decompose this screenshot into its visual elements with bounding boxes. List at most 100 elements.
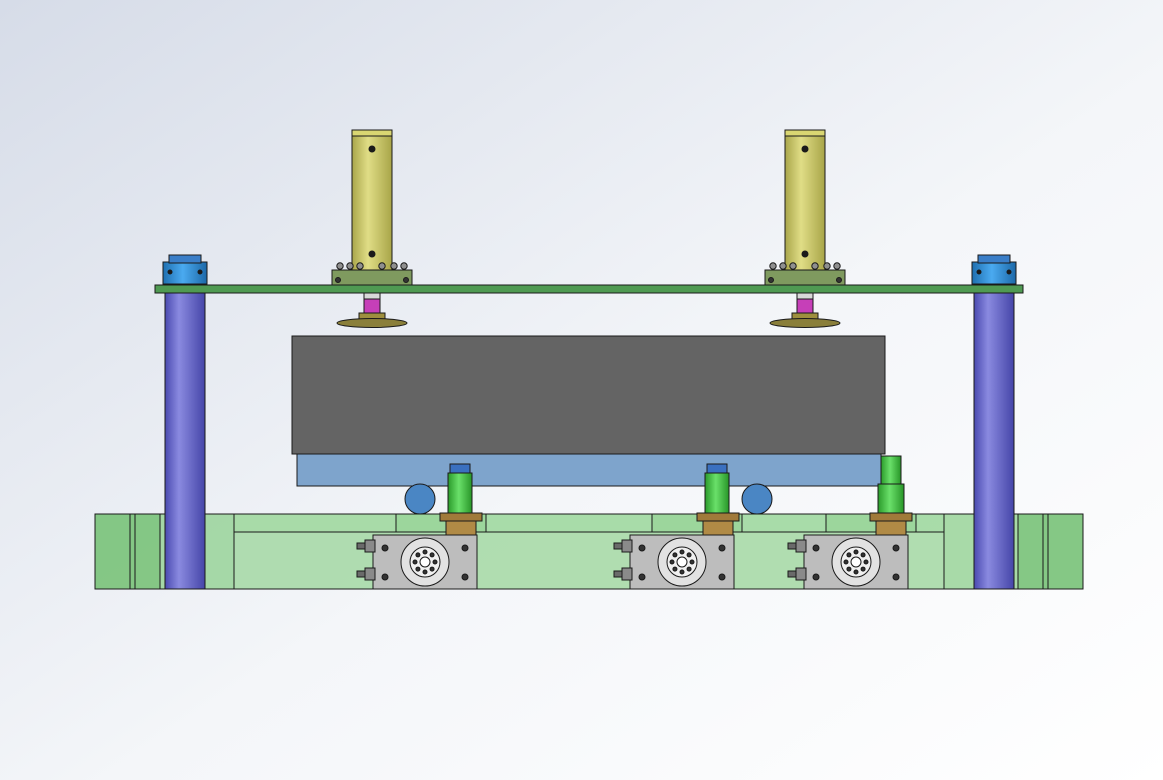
hub-bolt-right <box>863 559 869 565</box>
workpiece-assembly <box>291 335 886 515</box>
actuator-screw-left <box>381 573 389 581</box>
pin-nut-left <box>439 512 483 522</box>
cylinder-flange-left <box>331 269 413 286</box>
hub-bolt-center <box>689 559 695 565</box>
hub-bolt-center <box>669 559 675 565</box>
flange-bolt-left <box>378 262 386 270</box>
actuator-fitting-center <box>621 539 633 553</box>
hub-bolt-right <box>843 559 849 565</box>
flange-bolt-right <box>769 262 777 270</box>
carrier-plate <box>296 452 882 487</box>
base-left-block <box>94 513 161 590</box>
guide-posts <box>162 254 1017 590</box>
cylinder-top-cap-right <box>784 129 826 137</box>
pin-collar-center <box>702 520 734 536</box>
workpiece-block <box>291 335 886 455</box>
pad-coupler-right <box>796 292 814 300</box>
base-plate-assembly <box>94 513 1084 590</box>
pad-stem-right <box>796 298 814 314</box>
hub-bolt-center <box>672 552 678 558</box>
top-plate-assembly <box>154 129 1024 328</box>
hub-bolt-center <box>672 566 678 572</box>
actuator-screw-left <box>461 573 469 581</box>
roller-right <box>741 483 773 515</box>
guide-post-right <box>973 289 1015 590</box>
base-right-block <box>1017 513 1084 590</box>
hub-bolt-right <box>853 549 859 555</box>
actuator-screw-left <box>461 544 469 552</box>
flange-bolt-right <box>789 262 797 270</box>
cylinder-port-right <box>801 250 809 258</box>
pad-disc-left <box>336 318 408 328</box>
cylinder-port-right <box>801 145 809 153</box>
bushing-screw-right <box>1006 269 1012 275</box>
roller-left <box>404 483 436 515</box>
actuator-screw-right <box>812 544 820 552</box>
cylinder-top-cap-left <box>351 129 393 137</box>
actuator-center-center <box>676 556 688 568</box>
pin-cap-center <box>706 463 728 474</box>
actuator-screw-right <box>892 544 900 552</box>
cylinder-port-left <box>368 145 376 153</box>
hub-bolt-right <box>860 566 866 572</box>
hub-bolt-right <box>846 566 852 572</box>
actuator-screw-center <box>718 573 726 581</box>
hub-bolt-right <box>860 552 866 558</box>
actuator-fitting-tip-left <box>356 570 366 578</box>
hub-bolt-left <box>415 566 421 572</box>
hub-bolt-left <box>412 559 418 565</box>
hub-bolt-left <box>429 552 435 558</box>
bushing-screw-left <box>167 269 173 275</box>
cylinder-port-left <box>368 250 376 258</box>
flange-bolt-right <box>779 262 787 270</box>
cylinder-flange-right <box>764 269 846 286</box>
flange-hole-left <box>403 277 409 283</box>
hub-bolt-left <box>422 549 428 555</box>
locating-units <box>356 455 913 590</box>
hub-bolt-left <box>422 569 428 575</box>
hub-bolt-left <box>429 566 435 572</box>
actuator-fitting-center <box>621 567 633 581</box>
actuator-fitting-left <box>364 539 376 553</box>
cylinder-body-right <box>784 129 826 271</box>
actuator-fitting-right <box>795 567 807 581</box>
hub-bolt-left <box>432 559 438 565</box>
actuator-fitting-tip-center <box>613 570 623 578</box>
guide-post-left <box>164 289 206 590</box>
actuator-fitting-tip-left <box>356 542 366 550</box>
flange-bolt-left <box>356 262 364 270</box>
actuator-fitting-right <box>795 539 807 553</box>
flange-bolt-left <box>346 262 354 270</box>
actuator-screw-left <box>381 544 389 552</box>
locating-pin-right <box>877 483 905 514</box>
hub-bolt-center <box>679 549 685 555</box>
hub-bolt-center <box>686 552 692 558</box>
pad-disc-right <box>769 318 841 328</box>
top-plate <box>154 284 1024 294</box>
hub-bolt-right <box>853 569 859 575</box>
actuator-screw-center <box>638 544 646 552</box>
hub-bolt-center <box>686 566 692 572</box>
flange-bolt-right <box>811 262 819 270</box>
actuator-fitting-tip-center <box>613 542 623 550</box>
flange-hole-right <box>836 277 842 283</box>
actuator-screw-right <box>892 573 900 581</box>
hub-bolt-left <box>415 552 421 558</box>
bushing-screw-right <box>976 269 982 275</box>
pin-nut-right <box>869 512 913 522</box>
actuator-fitting-tip-right <box>787 542 797 550</box>
flange-bolt-left <box>390 262 398 270</box>
hub-bolt-right <box>846 552 852 558</box>
locating-pin-tip-right <box>880 455 902 485</box>
actuator-center-left <box>419 556 431 568</box>
flange-bolt-left <box>400 262 408 270</box>
pin-collar-right <box>875 520 907 536</box>
pin-cap-left <box>449 463 471 474</box>
pad-coupler-left <box>363 292 381 300</box>
pin-collar-left <box>445 520 477 536</box>
hub-bolt-center <box>679 569 685 575</box>
pin-nut-center <box>696 512 740 522</box>
actuator-screw-right <box>812 573 820 581</box>
